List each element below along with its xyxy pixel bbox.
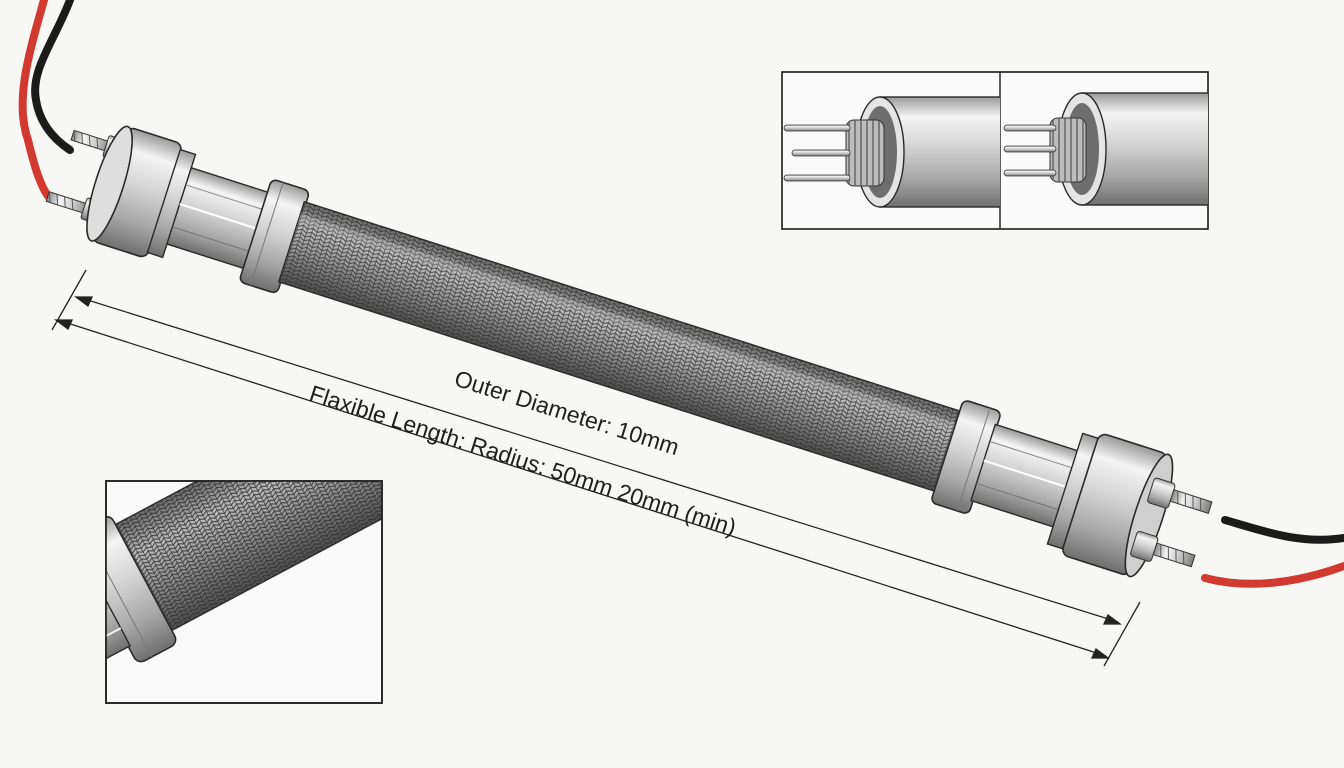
core-cutaway-right [1003, 92, 1208, 206]
conductor-pin-2 [791, 149, 851, 157]
inner-tube-right [970, 423, 1081, 529]
extension-line-right [1103, 601, 1141, 667]
conductor-pin-6 [1003, 169, 1057, 177]
conductor-pin-4 [1003, 124, 1057, 132]
arrowhead-lower-left [54, 319, 74, 331]
detail-inset-bottom [105, 480, 383, 704]
braided-sleeve-closeup [106, 481, 382, 703]
dimension-line-lower [57, 319, 1107, 657]
arrowhead-lower-right [1090, 647, 1110, 659]
arrowhead-upper-right [1102, 613, 1122, 625]
detail-inset-top [781, 71, 1209, 230]
lead-wires-left [18, 0, 74, 200]
lead-wires-right [1201, 516, 1344, 588]
ferrule-closeup [106, 515, 177, 663]
braided-sleeve [277, 200, 963, 493]
conductor-pin-1 [783, 124, 851, 132]
red-lead-wire-left [18, 0, 52, 200]
arrowhead-upper-left [74, 296, 94, 308]
extension-line-left [51, 269, 87, 331]
end-cap-left [86, 125, 197, 259]
red-lead-wire-right [1201, 562, 1344, 588]
terminal-stud-right-lower [1130, 530, 1196, 568]
conductor-pin-5 [1003, 145, 1057, 153]
flexible-heater-tube [45, 125, 1213, 578]
black-lead-wire-right [1221, 516, 1344, 544]
core-cutaway-left [783, 96, 1000, 208]
black-lead-wire-left [31, 0, 74, 154]
conductor-pin-3 [783, 174, 851, 182]
terminal-stud-right-upper [1147, 477, 1213, 514]
dimension-line-upper [77, 296, 1119, 623]
dimension-lines [51, 269, 1141, 667]
